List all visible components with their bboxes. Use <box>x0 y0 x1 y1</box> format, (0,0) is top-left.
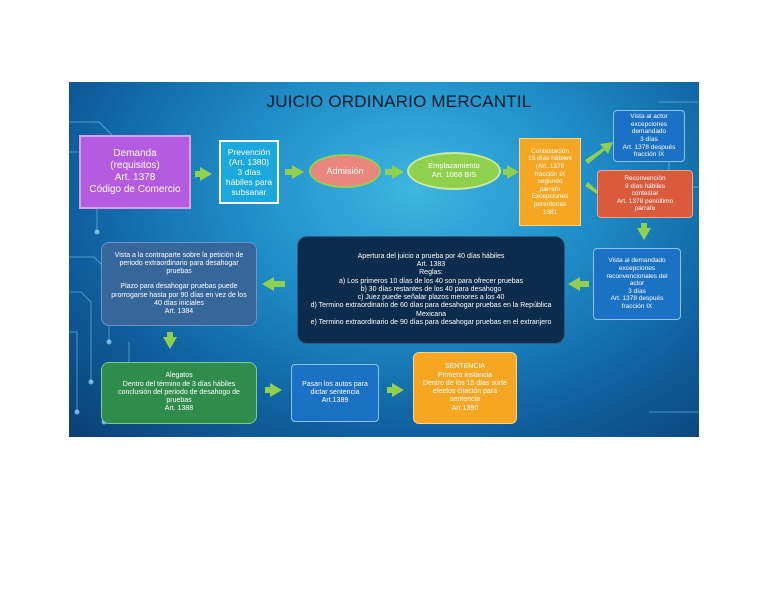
node-prevencion: Prevención (Art. 1380) 3 días hábiles pa… <box>219 140 279 204</box>
node-alegatos-line: Art. 1388 <box>164 405 194 413</box>
node-contestacion-line: 1381 <box>542 208 558 216</box>
node-pasan-autos: Pasan los autos para dictar sentencia Ar… <box>291 364 379 422</box>
node-reconvencion-line: 9 días hábiles <box>624 182 666 190</box>
node-vista-demandado-line: excepciones <box>618 264 656 272</box>
node-vista-actor-line: Vista al actor <box>630 113 668 121</box>
arrow-left <box>262 277 274 291</box>
node-apertura-line: Art. 1383 <box>416 261 446 269</box>
node-apertura-line: c) Juez puede señalar plazos menores a l… <box>357 294 505 302</box>
node-vista-contraparte: Vista a la contraparte sobre la petición… <box>101 242 257 326</box>
node-reconvencion-line: párrafo <box>634 205 656 213</box>
node-contestacion-line: Excepciones <box>531 193 569 201</box>
node-prevencion-line: 3 días <box>237 166 261 177</box>
node-apertura-line: d) Termino extraordinario de 60 días par… <box>310 302 552 318</box>
node-prevencion-line: hábiles para <box>225 177 273 187</box>
node-vista-demandado-line: fracción IX <box>621 303 653 311</box>
arrow-down <box>641 223 647 229</box>
node-admision: Admisión <box>309 154 381 188</box>
node-contestacion-line: Contestación <box>531 147 569 155</box>
arrow-right <box>392 383 404 397</box>
arrow-left <box>273 281 285 287</box>
arrow-right <box>387 387 393 393</box>
node-admision-line: Admisión <box>326 165 364 176</box>
node-emplazamiento-line: Art. 1068 BIS <box>431 170 477 179</box>
arrow-right <box>285 169 293 175</box>
node-prevencion-line: subsanar <box>231 187 267 198</box>
node-sentencia-line: Primera instancia <box>437 371 493 379</box>
arrow-down <box>163 337 177 349</box>
node-contestacion-line: segundo <box>537 178 563 186</box>
arrow-right <box>392 165 404 179</box>
node-sentencia-line: Dentro de los 15 días surte efectos cita… <box>422 379 508 404</box>
node-vista-demandado-line: reconvencionales del <box>606 272 668 280</box>
arrow-down <box>637 228 651 240</box>
node-apertura: Apertura del juicio a prueba por 40 días… <box>297 236 565 344</box>
arrow-right <box>195 171 201 177</box>
node-prevencion-line: (Art. 1380) <box>228 156 270 167</box>
node-contestacion-line: párrafo <box>539 185 561 193</box>
node-vista-actor: Vista al actor excepciones demandado 3 d… <box>613 110 685 162</box>
node-vista-contraparte-line: Art. 1384 <box>164 308 194 316</box>
node-contestacion-line: perentorias <box>533 201 567 209</box>
node-vista-demandado-line: Art. 1378 después <box>610 295 664 303</box>
node-vista-demandado-line: 3 días <box>628 287 646 295</box>
node-sentencia-line: Art.1390 <box>451 404 479 412</box>
arrow-right <box>270 383 282 397</box>
node-reconvencion-line: contestar <box>631 190 659 198</box>
node-apertura-line: Reglas: <box>419 269 443 277</box>
arrow-diagonal-up <box>585 142 613 164</box>
diagram-slide: JUICIO ORDINARIO MERCANTIL Demanda (requ… <box>69 82 699 437</box>
node-demanda-line: Código de Comercio <box>89 183 181 195</box>
arrow-right <box>292 165 304 179</box>
node-vista-demandado-line: Vista al demandado <box>608 257 666 265</box>
node-contestacion-line: 15 días hábiles <box>528 155 572 163</box>
node-demanda-line: Demanda <box>113 148 157 160</box>
arrow-right <box>507 165 519 179</box>
node-demanda-line: (requisitos) <box>110 160 160 172</box>
node-apertura-line: Apertura del juicio a prueba por 40 días… <box>357 252 505 260</box>
node-vista-contraparte-line: Plazo para desahogar pruebas puede prorr… <box>111 283 247 307</box>
node-alegatos-line: Dentro del término de 3 días hábiles con… <box>118 380 240 405</box>
node-pasan-autos-line: Art.1389 <box>321 397 349 405</box>
node-vista-actor-line: Art. 1378 después <box>622 143 676 151</box>
node-reconvencion-line: Reconvención <box>624 174 666 182</box>
arrow-down <box>167 332 173 338</box>
node-alegatos: Alegatos Dentro del término de 3 días há… <box>101 362 257 424</box>
arrow-right <box>503 169 509 175</box>
node-vista-actor-line: 3 días <box>640 136 658 143</box>
arrow-right <box>385 169 393 175</box>
node-contestacion-line: (Art. 1378 <box>535 162 565 170</box>
arrow-right <box>265 387 271 393</box>
node-contestacion: Contestación 15 días hábiles (Art. 1378 … <box>519 138 581 226</box>
arrow-left <box>568 277 580 291</box>
node-apertura-line: e) Termino extraordinario de 90 días par… <box>310 318 552 326</box>
node-prevencion-line: Prevención <box>227 146 271 157</box>
node-vista-demandado: Vista al demandado excepciones reconvenc… <box>593 248 681 320</box>
node-emplazamiento-line: Emplazamiento <box>428 161 480 171</box>
node-vista-contraparte-line: Vista a la contraparte sobre la petición… <box>114 251 244 276</box>
node-sentencia-line: SENTENCIA <box>444 363 486 371</box>
node-sentencia: SENTENCIA Primera instancia Dentro de lo… <box>413 352 517 424</box>
node-demanda-line: Art. 1378 <box>114 172 156 183</box>
node-contestacion-line: fracción IX <box>534 170 566 178</box>
node-emplazamiento: Emplazamiento Art. 1068 BIS <box>407 152 501 190</box>
node-vista-actor-line: demandado <box>631 128 667 136</box>
node-vista-demandado-line: actor <box>629 280 645 288</box>
node-pasan-autos-line: Pasan los autos para dictar sentencia <box>302 380 368 396</box>
node-vista-actor-line: excepciones <box>630 120 668 128</box>
page-title: JUICIO ORDINARIO MERCANTIL <box>266 92 532 111</box>
node-vista-actor-line: fracción IX <box>633 151 665 159</box>
node-apertura-line: a) Los primeros 10 días de los 40 son pa… <box>338 277 524 285</box>
arrow-left <box>579 281 589 287</box>
node-demanda: Demanda (requisitos) Art. 1378 Código de… <box>79 135 191 209</box>
arrow-right <box>200 167 212 181</box>
node-alegatos-line: Alegatos <box>165 372 193 380</box>
node-reconvencion: Reconvención 9 días hábiles contestar Ar… <box>597 170 693 218</box>
node-reconvencion-line: Art. 1378 penúltimo <box>616 197 674 205</box>
node-apertura-line: b) 30 días restantes de los 40 para desa… <box>360 285 502 293</box>
